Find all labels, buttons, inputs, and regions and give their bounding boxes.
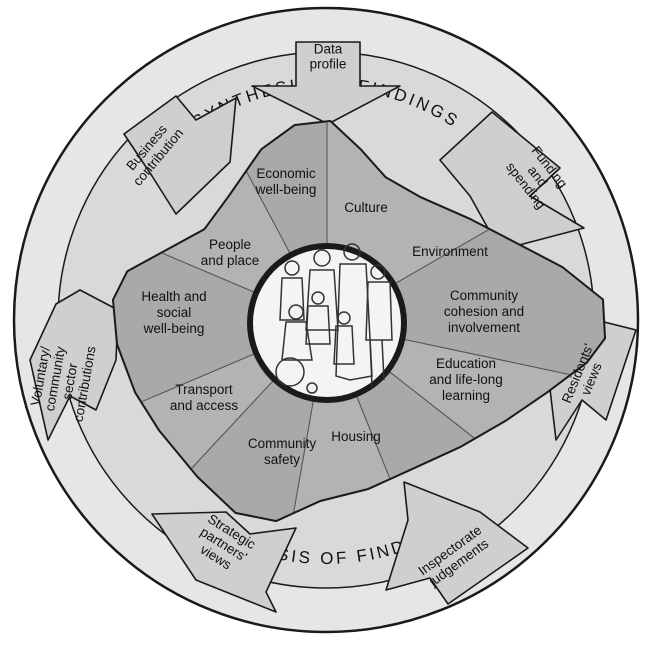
sector-wedge xyxy=(114,197,329,449)
sector-label: Culture xyxy=(344,200,388,215)
community-people-illustration xyxy=(253,249,401,397)
arrow-inspectorate xyxy=(385,481,529,605)
sector-label: Environment xyxy=(412,244,488,259)
people-icon xyxy=(275,243,393,394)
sector-wedge xyxy=(114,322,328,520)
sector-wedge xyxy=(114,321,328,520)
arrow-data-profile xyxy=(251,41,401,125)
arrow-business-contribution xyxy=(123,95,237,215)
arrow-funding-spending xyxy=(439,111,585,251)
arrow-voluntary-community xyxy=(29,289,119,441)
arrow-strategic-partners xyxy=(151,511,297,613)
sector-label: Housing xyxy=(331,429,381,444)
sector-wedge xyxy=(270,321,448,520)
